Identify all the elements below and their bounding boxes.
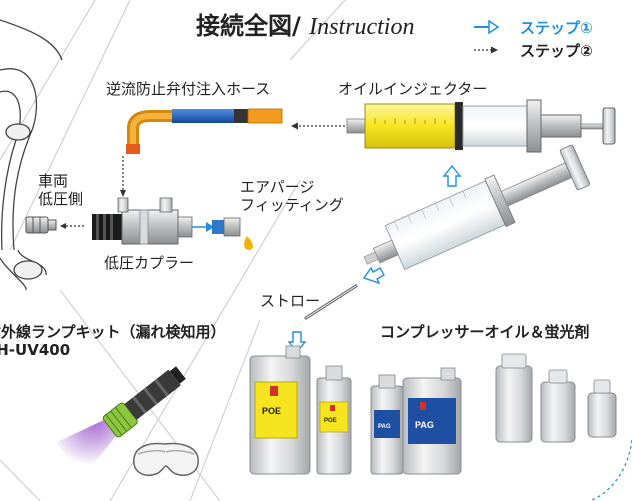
vehicle-pipes xyxy=(0,19,63,291)
air-purge-fitting xyxy=(192,217,253,250)
dye-bottle-large xyxy=(495,353,533,443)
safety-goggles xyxy=(133,442,199,476)
oil-can-poe-small xyxy=(316,365,352,475)
title-separator: / xyxy=(292,12,301,40)
can-label-poe-small: POE xyxy=(324,418,337,424)
step2-arrow-injector-hose xyxy=(291,122,345,130)
step2-arrow-hose-coupler xyxy=(120,156,126,197)
air-purge-label-line2: フィッティング xyxy=(240,196,344,214)
vehicle-low-side-port xyxy=(25,216,57,234)
vehicle-label-line2: 低圧側 xyxy=(38,190,84,208)
coupler-label: 低圧カプラー xyxy=(104,254,195,272)
uv-kit-label-line2: EH-UV400 xyxy=(0,341,71,359)
legend-step1-label: ステップ① xyxy=(520,19,593,37)
dye-bottle-small xyxy=(587,379,617,438)
oil-can-pag-small xyxy=(370,374,404,475)
can-label-pag-small: PAG xyxy=(378,424,391,430)
oil-label: コンプレッサーオイル＆蛍光剤 xyxy=(380,323,590,341)
oil-injector xyxy=(346,99,616,153)
legend-step2-arrow-icon xyxy=(474,46,498,54)
straw xyxy=(304,284,358,320)
step1-up-arrow xyxy=(442,164,462,187)
uv-flashlight xyxy=(55,366,186,478)
check-valve-hose xyxy=(126,108,283,154)
corner-decoration xyxy=(589,439,632,501)
uv-kit-label-line1: 紫外線ランプキット（漏れ検知用） xyxy=(0,323,226,341)
step2-arrow-coupler-vehicle xyxy=(60,223,84,229)
low-pressure-coupler xyxy=(92,197,193,245)
large-syringe xyxy=(363,144,590,271)
straw-label: ストロー xyxy=(260,292,321,310)
hose-label: 逆流防止弁付注入ホース xyxy=(106,80,271,98)
dye-bottle-medium xyxy=(540,369,576,443)
can-label-poe-large: POE xyxy=(262,406,281,416)
vehicle-label-line1: 車両 xyxy=(38,172,69,190)
can-label-pag-large: PAG xyxy=(415,420,434,430)
air-purge-label-line1: エアパージ xyxy=(240,178,315,196)
oil-can-pag-large xyxy=(402,367,462,475)
title-jp: 接続全図 xyxy=(196,12,292,40)
legend-step1-arrow-icon xyxy=(474,19,500,35)
legend-step2-label: ステップ② xyxy=(520,42,593,60)
title-en: Instruction xyxy=(309,14,415,40)
injector-label: オイルインジェクター xyxy=(338,80,488,98)
step1-diagonal-arrow xyxy=(362,266,385,285)
oil-can-poe-large xyxy=(249,345,311,475)
page-title: 接続全図/ Instruction xyxy=(196,6,414,41)
